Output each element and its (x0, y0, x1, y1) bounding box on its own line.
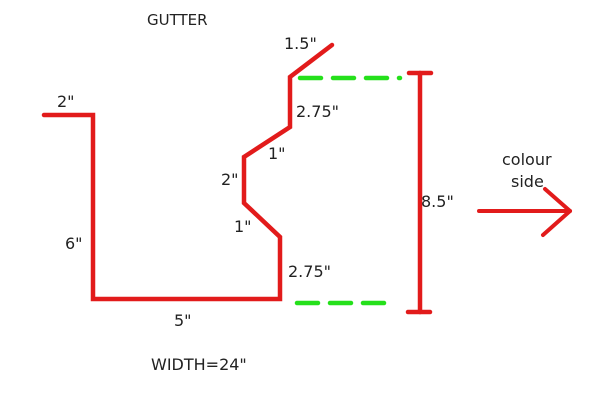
hem-top-label: 1.5" (284, 34, 317, 53)
colour-side-label-line1: colour (502, 150, 552, 169)
width-note: WIDTH=24" (151, 355, 247, 374)
back-vertical-label: 6" (65, 234, 83, 253)
overall-height-label: 8.5" (421, 192, 454, 211)
front-upper-label: 2.75" (296, 102, 339, 121)
bend-upper-label: 1" (268, 144, 286, 163)
colour-side-label-line2: side (511, 172, 544, 191)
colour-side-arrow (477, 187, 572, 237)
height-dimension-bar (405, 70, 434, 315)
front-lower-label: 2.75" (288, 262, 331, 281)
lip-top-label: 2" (57, 92, 75, 111)
gutter-profile-line (41, 42, 335, 302)
bend-lower-label: 1" (234, 217, 252, 236)
diagram-title: GUTTER (147, 11, 208, 29)
bend-middle-label: 2" (221, 170, 239, 189)
bottom-label: 5" (174, 311, 192, 330)
